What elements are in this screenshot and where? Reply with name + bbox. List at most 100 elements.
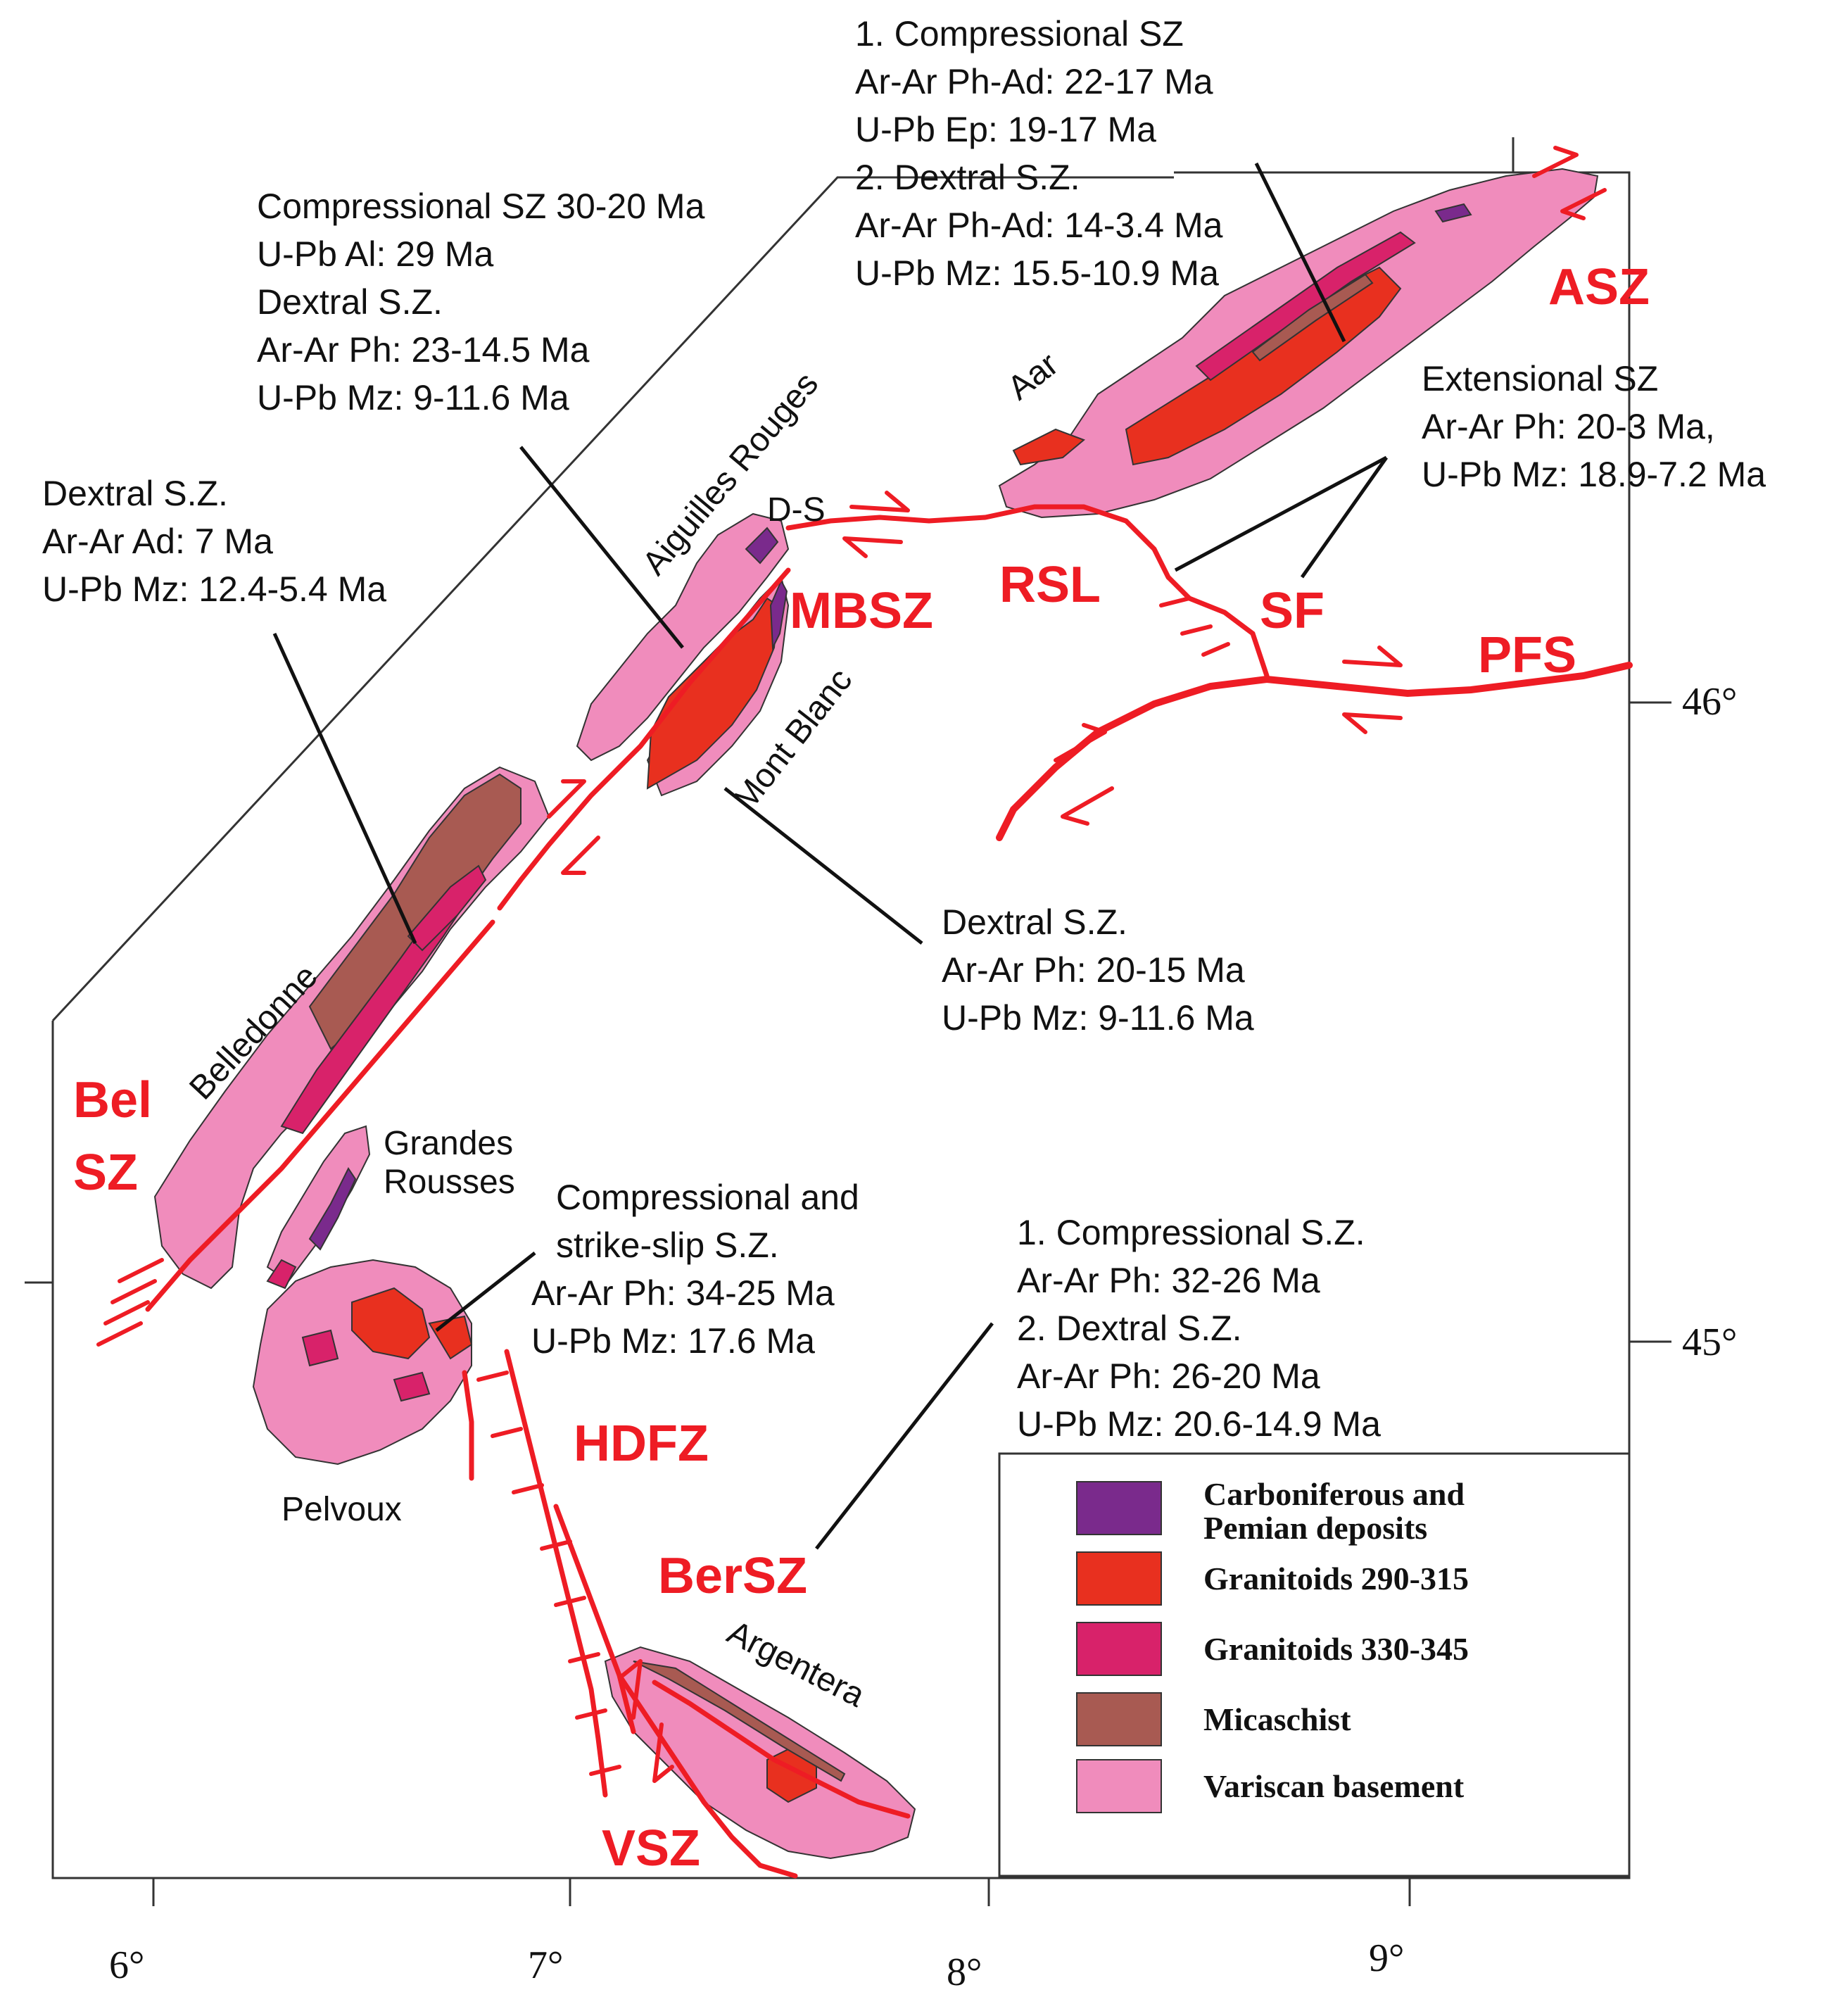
label-asz: ASZ <box>1548 259 1650 315</box>
pelvoux-granitoids-330-345-b <box>393 1371 431 1402</box>
annotation-line: Ar-Ar Ph: 20-15 Ma <box>942 950 1245 990</box>
leader-extensional-b <box>1300 456 1389 579</box>
asz-arrow-top <box>1532 146 1579 178</box>
legend-item: Micaschist <box>1076 1692 1351 1746</box>
annotation-line: 2. Dextral S.Z. <box>855 158 1080 197</box>
annotation-line: Ar-Ar Ad: 7 Ma <box>42 522 273 561</box>
annotation-extensional: Extensional SZ Ar-Ar Ph: 20-3 Ma, U-Pb M… <box>1422 359 1766 494</box>
belledonne-massif <box>153 766 550 1290</box>
fault-lines <box>145 504 1633 1879</box>
legend-label: Granitoids 330-345 <box>1203 1631 1469 1667</box>
legend-label: Carboniferous and <box>1203 1476 1465 1512</box>
label-rsl: RSL <box>999 557 1101 613</box>
map-frame <box>51 171 1631 1879</box>
legend-swatch-micaschist <box>1076 1692 1162 1746</box>
legend-item: Carboniferous and Pemian deposits <box>1076 1476 1465 1546</box>
annotation-line: U-Pb Mz: 17.6 Ma <box>531 1321 815 1361</box>
annotation-line: Ar-Ar Ph-Ad: 22-17 Ma <box>855 62 1213 101</box>
annotation-line: 2. Dextral S.Z. <box>1017 1309 1242 1348</box>
label-bel: Bel <box>73 1072 152 1128</box>
mont-blanc-carboniferous-east <box>769 579 788 650</box>
label-pfs: PFS <box>1478 627 1576 683</box>
mbsz-arrow-b <box>561 836 600 875</box>
pfs-fault <box>1263 662 1633 698</box>
annotation-line: Ar-Ar Ph: 26-20 Ma <box>1017 1356 1320 1396</box>
hdfz-tick <box>476 1371 509 1382</box>
sf-tick <box>1180 624 1213 636</box>
pfs-arrow-bottom <box>1342 712 1403 734</box>
asz-arrow-bottom <box>1560 188 1607 220</box>
annotation-line: Ar-Ar Ph-Ad: 14-3.4 Ma <box>855 206 1223 245</box>
legend-swatch-granitoids-290-315 <box>1076 1551 1162 1606</box>
legend-item: Granitoids 290-315 <box>1076 1551 1469 1606</box>
lon-label-7: 7° <box>528 1943 563 1987</box>
annotation-mont-blanc-south: Dextral S.Z. Ar-Ar Ph: 20-15 Ma U-Pb Mz:… <box>942 902 1255 1038</box>
leader-belledonne <box>272 632 417 945</box>
sf-arrow-top <box>1054 723 1107 762</box>
grandes-rousses-carboniferous <box>308 1167 357 1251</box>
legend-item: Granitoids 330-345 <box>1076 1622 1469 1676</box>
sf-tick <box>1201 642 1230 657</box>
shear-zone-labels: ASZ RSL SF PFS MBSZ Bel SZ HDFZ BerSZ VS… <box>73 259 1650 1877</box>
legend-swatch-variscan-basement <box>1076 1759 1162 1813</box>
hdfz-fault-b <box>504 1349 608 1798</box>
annotation-line: U-Pb Mz: 9-11.6 Ma <box>257 378 569 417</box>
annotation-line: Compressional SZ 30-20 Ma <box>257 187 705 226</box>
leader-argentera <box>815 1322 994 1550</box>
hdfz-tick <box>512 1483 544 1494</box>
annotation-line: U-Pb Al: 29 Ma <box>257 234 493 274</box>
leader-pelvoux <box>435 1252 536 1332</box>
hdfz-fault-c <box>553 1504 636 1734</box>
annotation-line: Ar-Ar Ph: 20-3 Ma, <box>1422 407 1715 446</box>
legend-swatch-granitoids-330-345 <box>1076 1622 1162 1676</box>
lon-label-9: 9° <box>1369 1936 1404 1980</box>
bel-tick <box>110 1279 157 1304</box>
hdfz-tick <box>540 1539 572 1551</box>
belledonne-granitoids-330-345-b <box>407 864 487 952</box>
pfs-arrow-top <box>1342 645 1403 667</box>
pelvoux-massif <box>252 1259 473 1466</box>
belledonne-fault <box>145 919 495 1312</box>
hdfz-tick <box>568 1652 600 1663</box>
annotation-belledonne: Dextral S.Z. Ar-Ar Ad: 7 Ma U-Pb Mz: 12.… <box>42 474 386 609</box>
annotation-line: Dextral S.Z. <box>257 282 443 322</box>
vsz-arrow-a <box>621 1659 643 1720</box>
annotation-line: strike-slip S.Z. <box>556 1226 779 1265</box>
mbsz-arrow-a <box>547 779 586 819</box>
ds-carboniferous <box>745 527 779 565</box>
leader-mont-blanc-north <box>519 446 684 649</box>
legend-label: Variscan basement <box>1203 1768 1465 1804</box>
bersz-fault <box>652 1680 911 1819</box>
label-rousses: Rousses <box>384 1164 515 1201</box>
annotation-line: U-Pb Ep: 19-17 Ma <box>855 110 1156 149</box>
leader-extensional-a <box>1174 455 1388 572</box>
lon-label-8: 8° <box>947 1951 982 1994</box>
rsl-arrow-bottom <box>842 536 903 558</box>
sf-tick <box>1159 596 1191 607</box>
bel-tick <box>96 1321 143 1347</box>
label-grandes: Grandes <box>384 1125 513 1162</box>
annotation-line: 1. Compressional SZ <box>855 14 1184 53</box>
aar-carboniferous <box>1434 203 1472 223</box>
aar-micaschist <box>1251 273 1374 362</box>
aiguilles-rouges-basement <box>576 512 790 762</box>
legend-label: Pemian deposits <box>1203 1510 1427 1546</box>
lat-label-46: 46° <box>1682 680 1737 724</box>
annotation-mont-blanc-north: Compressional SZ 30-20 Ma U-Pb Al: 29 Ma… <box>257 187 714 417</box>
label-vsz: VSZ <box>602 1820 700 1877</box>
label-bersz: BerSZ <box>658 1548 807 1604</box>
annotation-line: Ar-Ar Ph: 23-14.5 Ma <box>257 330 590 370</box>
annotation-line: U-Pb Mz: 18.9-7.2 Ma <box>1422 455 1766 494</box>
label-pelvoux: Pelvoux <box>282 1491 402 1528</box>
label-mbsz: MBSZ <box>790 583 933 639</box>
axis-ticks <box>152 701 1671 1906</box>
bel-tick <box>118 1258 164 1283</box>
legend: Carboniferous and Pemian deposits Granit… <box>998 1452 1631 1877</box>
label-hdfz: HDFZ <box>574 1416 709 1472</box>
vsz-arrow-b <box>652 1722 674 1783</box>
annotation-line: Ar-Ar Ph: 34-25 Ma <box>531 1273 835 1313</box>
rsl-fault <box>785 504 1270 679</box>
mont-blanc-massif <box>576 512 790 797</box>
mbsz-fault <box>497 567 791 911</box>
